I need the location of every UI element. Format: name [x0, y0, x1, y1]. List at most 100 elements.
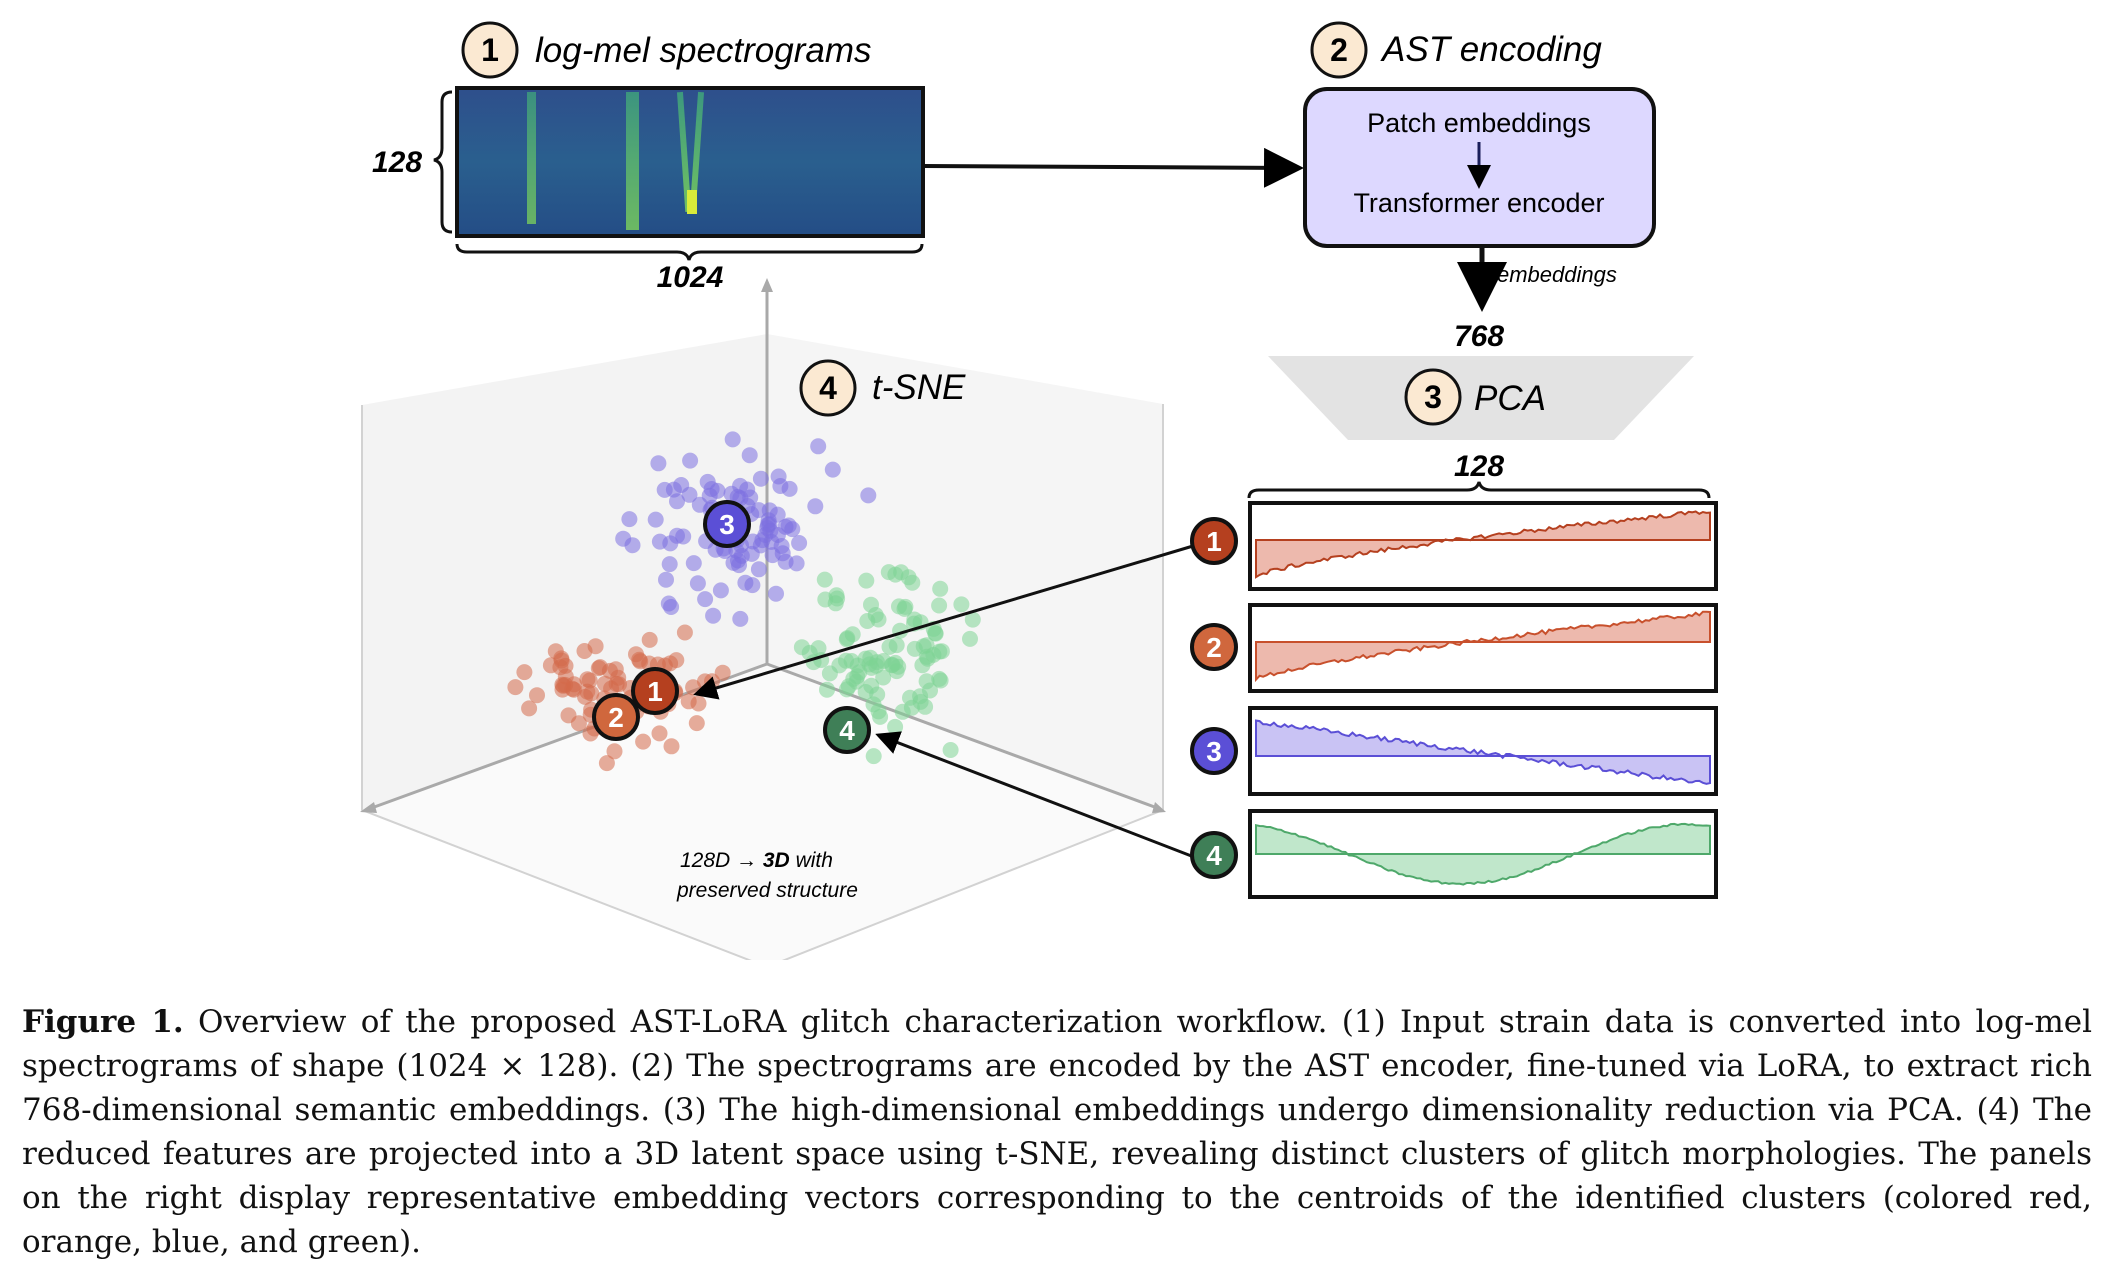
- scatter-point: [922, 682, 938, 699]
- embedding-curve-3: [1255, 719, 1711, 785]
- scatter-point: [598, 755, 615, 772]
- scatter-point: [583, 685, 600, 702]
- scatter-point: [807, 498, 824, 515]
- scatter-point: [875, 669, 892, 686]
- centroid-badge-1: 1: [631, 667, 679, 715]
- scatter-point: [557, 668, 574, 685]
- scatter-point: [819, 681, 835, 698]
- scatter-point: [553, 652, 570, 669]
- scatter-point: [647, 511, 664, 528]
- panel-badge-1: 1: [1190, 517, 1238, 565]
- tsne-note-line1: 128D → 3D with: [680, 849, 833, 872]
- scatter-point: [838, 631, 855, 648]
- scatter-point: [858, 572, 875, 589]
- scatter-point: [764, 547, 781, 564]
- centroid-badge-3: 3: [703, 500, 751, 548]
- scatter-point: [521, 700, 538, 717]
- scatter-point: [769, 506, 786, 523]
- scatter-point: [816, 571, 833, 588]
- scatter-point: [918, 648, 935, 665]
- centroid-3-number: 3: [719, 509, 735, 540]
- figure-caption: Figure 1. Overview of the proposed AST-L…: [22, 1000, 2092, 1264]
- scatter-point: [953, 596, 970, 613]
- spectrogram-image: [455, 86, 925, 238]
- ast-line1: Patch embeddings: [1367, 108, 1591, 138]
- scatter-point: [810, 438, 827, 455]
- scatter-point: [859, 613, 876, 629]
- embedding-curve-4: [1255, 822, 1711, 886]
- scatter-point: [860, 487, 877, 504]
- tsne-note-bold: 3D: [763, 849, 790, 872]
- embeddings-label: embeddings: [1497, 262, 1617, 287]
- height-brace: [433, 90, 453, 234]
- arrow-cluster4: [875, 731, 1195, 859]
- scatter-point: [712, 582, 729, 599]
- step1-number: 1: [481, 32, 499, 68]
- embedding-curve-2: [1255, 610, 1711, 683]
- panel-badge-4: 4: [1190, 831, 1238, 879]
- scatter-point: [741, 447, 758, 464]
- scatter-point: [635, 733, 652, 750]
- scatter-point: [529, 687, 545, 704]
- scatter-point: [665, 481, 682, 498]
- panel-2-number: 2: [1206, 632, 1222, 663]
- scatter-point: [752, 470, 769, 487]
- scatter-point: [865, 748, 882, 765]
- diagram-canvas: 1 log-mel spectrograms 128 1024 2 AST en…: [360, 21, 1718, 960]
- scatter-point: [576, 643, 593, 659]
- scatter-point: [869, 686, 886, 703]
- scatter-point: [663, 738, 680, 755]
- scatter-point: [870, 703, 887, 720]
- embedding-panel-4: [1248, 809, 1718, 899]
- scatter-point: [780, 517, 797, 534]
- embedding-curve-1: [1255, 510, 1711, 579]
- scatter-point: [743, 545, 760, 562]
- caption-text: Overview of the proposed AST-LoRA glitch…: [22, 1004, 2092, 1260]
- scatter-point: [676, 624, 693, 641]
- step3-badge: 3: [1404, 368, 1462, 426]
- tsne-note-pre: 128D →: [680, 849, 763, 872]
- scatter-point: [962, 630, 978, 647]
- scatter-point: [658, 571, 674, 588]
- scatter-point: [918, 637, 935, 654]
- scatter-point: [507, 679, 524, 696]
- height-label: 128: [372, 146, 422, 179]
- scatter-point: [931, 670, 948, 687]
- dim-768-label: 768: [1454, 320, 1504, 353]
- arrow-cluster1: [693, 544, 1194, 700]
- scatter-point: [840, 678, 857, 695]
- scatter-point: [581, 672, 598, 689]
- scatter-point: [651, 533, 668, 550]
- scatter-point: [592, 659, 609, 676]
- scatter-point: [801, 644, 818, 661]
- scatter-point: [660, 595, 677, 612]
- scatter-point: [931, 643, 948, 660]
- tsne-note-line2: preserved structure: [676, 879, 858, 902]
- scatter-point: [691, 496, 708, 513]
- scatter-point: [516, 664, 533, 681]
- step2-number: 2: [1330, 32, 1348, 68]
- scatter-point: [894, 703, 911, 720]
- ast-line2: Transformer encoder: [1353, 188, 1604, 218]
- panel-badge-3: 3: [1190, 727, 1238, 775]
- centroid-1-number: 1: [647, 676, 663, 707]
- pca-funnel: [1268, 356, 1694, 440]
- workflow-diagram: 1 log-mel spectrograms 128 1024 2 AST en…: [360, 21, 1718, 960]
- panel-4-number: 4: [1206, 840, 1222, 871]
- scatter-point: [897, 598, 914, 615]
- scatter-point: [632, 653, 649, 670]
- scatter-point: [902, 689, 918, 706]
- width-brace: [455, 243, 924, 261]
- scatter-point: [821, 665, 838, 682]
- scatter-point: [744, 533, 761, 550]
- tsne-note-post: with: [790, 849, 833, 872]
- scatter-point: [641, 631, 658, 648]
- centroid-badge-2: 2: [592, 693, 640, 741]
- scatter-point: [606, 743, 623, 760]
- panel-3-number: 3: [1206, 736, 1222, 767]
- scatter-point: [827, 595, 844, 612]
- scatter-point: [615, 530, 632, 547]
- scatter-point: [875, 653, 892, 669]
- scatter-point: [759, 520, 776, 536]
- embedding-panel-3: [1248, 706, 1718, 796]
